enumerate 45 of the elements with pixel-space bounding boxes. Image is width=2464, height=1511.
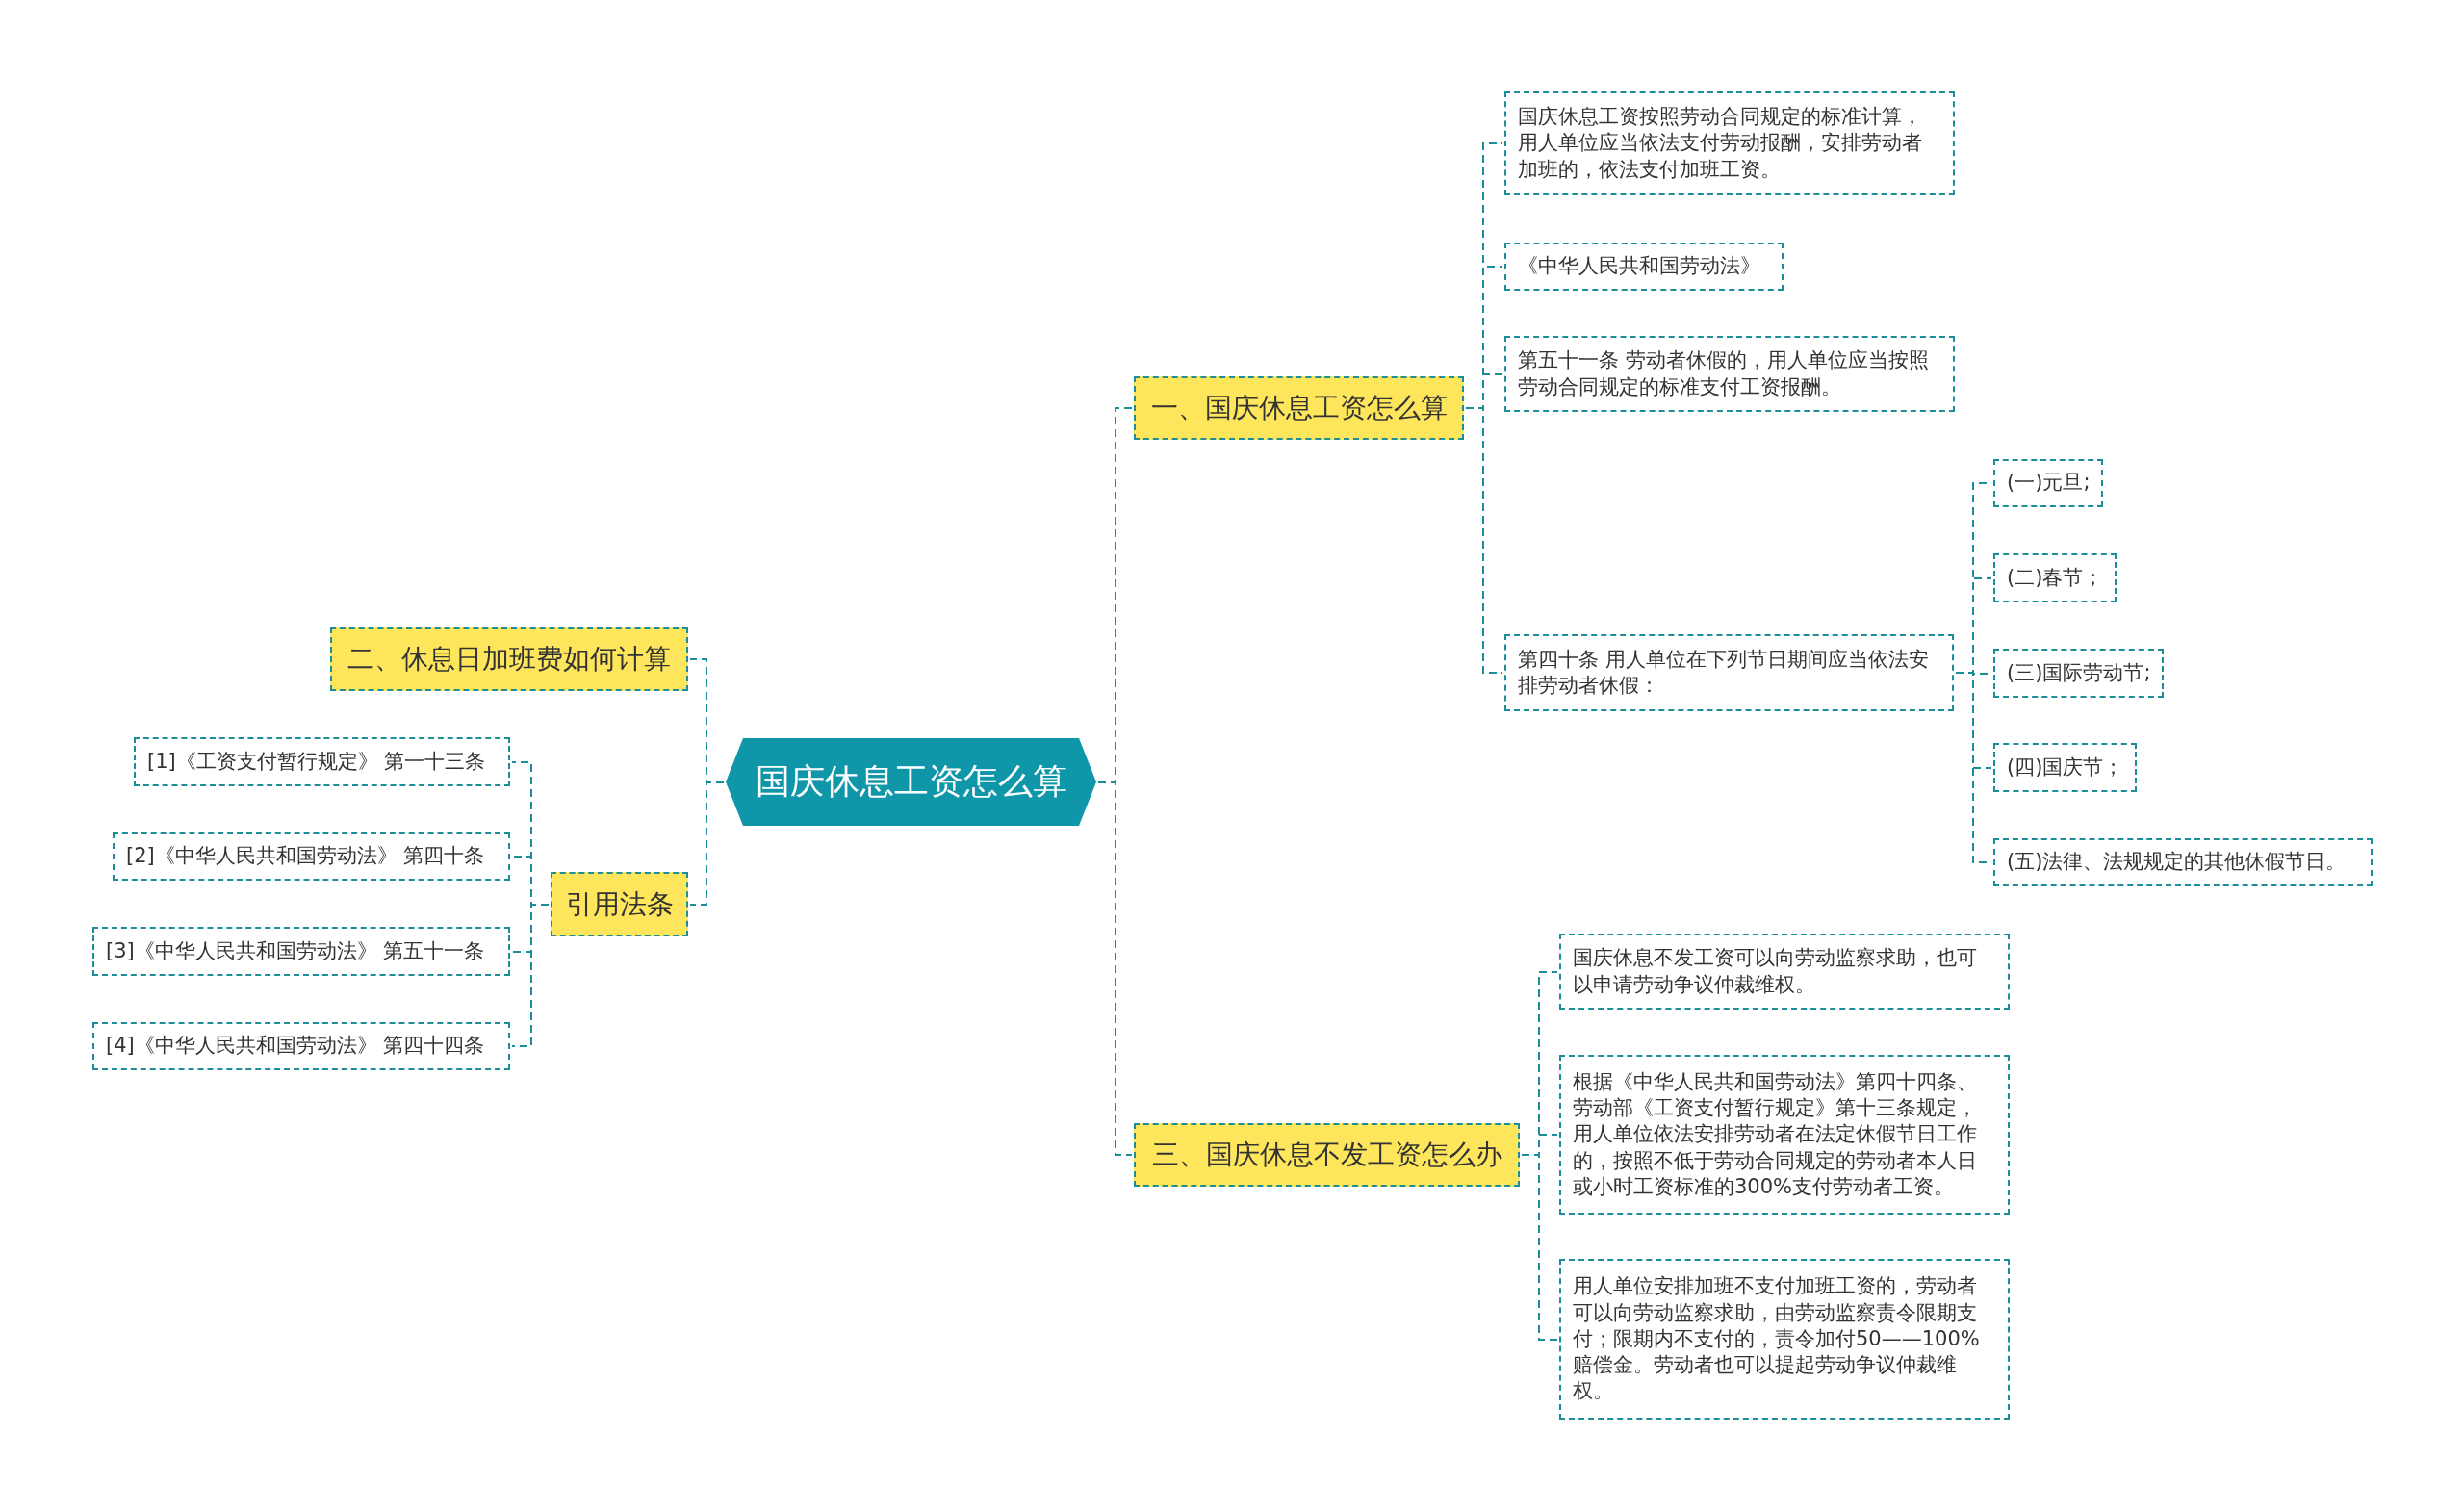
- subtopic-box: [1504, 634, 1954, 711]
- subtopic-box: [92, 1022, 510, 1070]
- subtopic-box: [1504, 336, 1955, 412]
- subtopic-text: (三)国际劳动节;: [2007, 659, 2151, 686]
- branch-topic-box: [330, 627, 688, 691]
- subtopic-box: [1559, 934, 2010, 1010]
- subtopic-box: [1559, 1055, 2010, 1215]
- subtopic-box: [1504, 91, 1955, 195]
- subtopic-text: [2]《中华人民共和国劳动法》 第四十条: [126, 843, 485, 870]
- subtopic-text: 根据《中华人民共和国劳动法》第四十四条、劳动部《工资支付暂行规定》第十三条规定，用人单位依法安排劳动者在法定休假节日工作的，按照不低于劳动合同规定的劳动者本人日或小时工资标准的300%支付劳动者工资。: [1573, 1068, 1978, 1200]
- subtopic-text: (五)法律、法规规定的其他休假节日。: [2007, 849, 2347, 876]
- subtopic-box: [1504, 243, 1784, 291]
- branch-topic-text: 二、休息日加班费如何计算: [347, 642, 671, 677]
- subtopic-box: [1993, 553, 2118, 602]
- subtopic-text: 《中华人民共和国劳动法》: [1518, 253, 1760, 280]
- subtopic-text: 用人单位安排加班不支付加班工资的，劳动者可以向劳动监察求助，由劳动监察责令限期支付；限期内不支付的，责令加付50——100%赔偿金。劳动者也可以提起劳动争议仲裁维权。: [1573, 1273, 1981, 1405]
- subtopic-box: [1559, 1259, 2010, 1420]
- branch-topic-text: 一、国庆休息工资怎么算: [1150, 391, 1448, 425]
- branch-topic-text: 三、国庆休息不发工资怎么办: [1151, 1138, 1502, 1172]
- central-topic-text: 国庆休息工资怎么算: [755, 760, 1067, 803]
- subtopic-box: [92, 927, 510, 976]
- connector-line: [689, 781, 725, 906]
- subtopic-box: [1993, 838, 2373, 886]
- subtopic-text: [4]《中华人民共和国劳动法》 第四十四条: [106, 1033, 485, 1060]
- branch-topic-box: [551, 872, 688, 936]
- subtopic-text: (一)元旦;: [2007, 470, 2091, 497]
- branch-topic-text: 引用法条: [565, 886, 674, 922]
- subtopic-text: 国庆休息不发工资可以向劳动监察求助，也可以申请劳动争议仲裁维权。: [1573, 945, 1978, 998]
- subtopic-text: [3]《中华人民共和国劳动法》 第五十一条: [106, 937, 485, 964]
- subtopic-text: (四)国庆节；: [2007, 754, 2124, 781]
- subtopic-text: [1]《工资支付暂行规定》 第一十三条: [147, 748, 486, 775]
- connector-line: [1521, 1154, 1558, 1341]
- branch-topic-box: [1134, 1123, 1520, 1187]
- subtopic-text: 国庆休息工资按照劳动合同规定的标准计算，用人单位应当依法支付劳动报酬，安排劳动者加班的，依法支付加班工资。: [1518, 104, 1923, 183]
- subtopic-text: 第五十一条 劳动者休假的，用人单位应当按照劳动合同规定的标准支付工资报酬。: [1518, 347, 1930, 400]
- subtopic-text: (二)春节；: [2007, 564, 2104, 591]
- subtopic-box: [113, 832, 510, 881]
- connector-line: [511, 904, 550, 1047]
- connector-line: [1465, 407, 1503, 674]
- subtopic-box: [1993, 743, 2138, 792]
- branch-topic-box: [1134, 376, 1464, 440]
- subtopic-box: [1993, 459, 2104, 507]
- subtopic-box: [1993, 649, 2165, 698]
- subtopic-text: 第四十条 用人单位在下列节日期间应当依法安排劳动者休假：: [1518, 646, 1930, 699]
- subtopic-box: [134, 737, 510, 786]
